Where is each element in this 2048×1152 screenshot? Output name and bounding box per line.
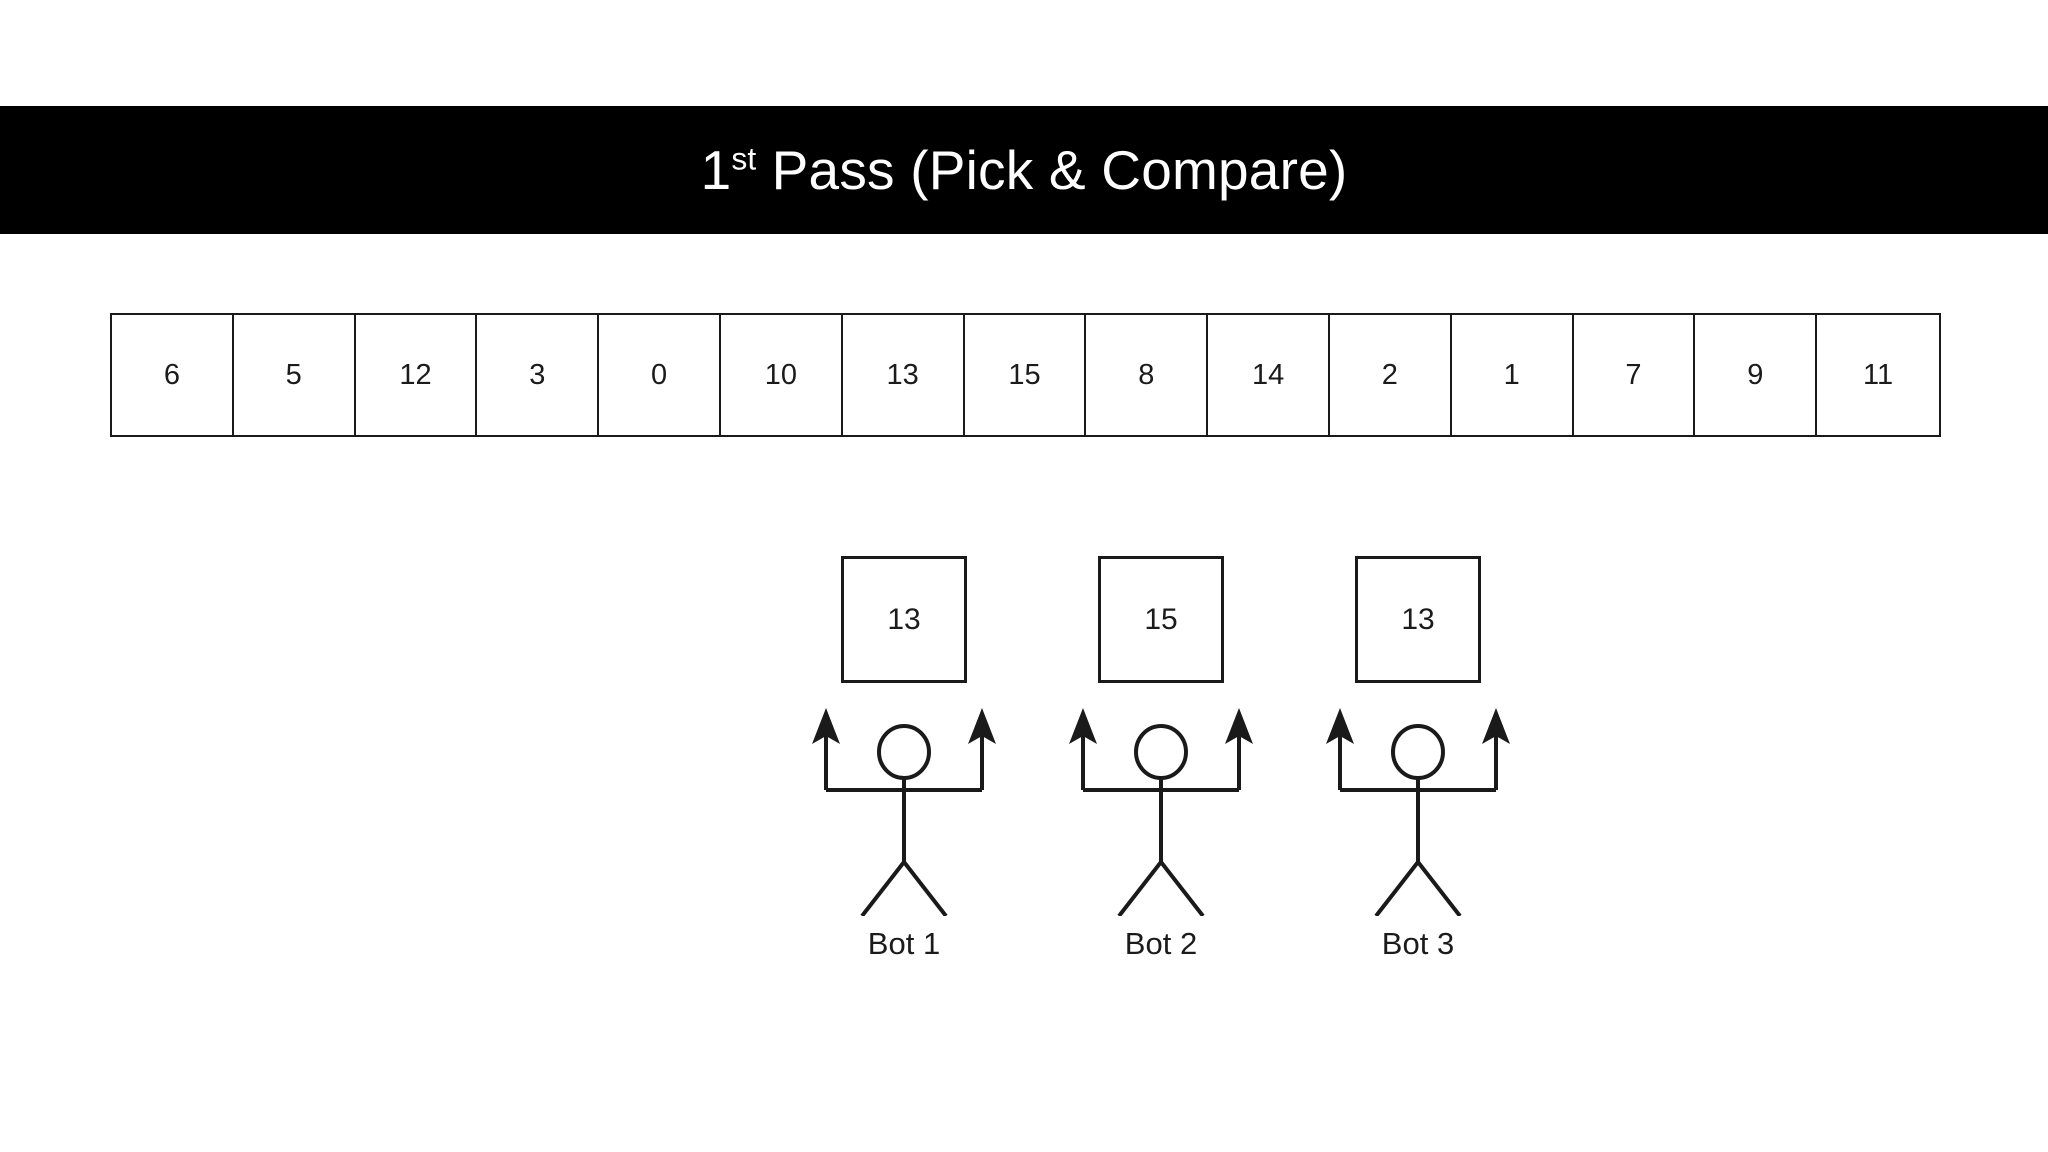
array-cell[interactable]: 1 bbox=[1451, 315, 1574, 435]
array-cell[interactable]: 10 bbox=[720, 315, 843, 435]
bot-label: Bot 2 bbox=[1124, 926, 1198, 961]
title-bar: 1st Pass (Pick & Compare) bbox=[0, 106, 2048, 234]
array-cell[interactable]: 0 bbox=[599, 315, 721, 435]
array-cell[interactable]: 13 bbox=[842, 315, 965, 435]
bot-label: Bot 3 bbox=[1381, 926, 1455, 961]
stick-figure-icon bbox=[1326, 708, 1510, 918]
bot-figure bbox=[1326, 702, 1510, 918]
array-cell[interactable]: 3 bbox=[477, 315, 600, 435]
arrow-up-icon-right bbox=[1225, 708, 1253, 744]
array-cell-value: 2 bbox=[1381, 358, 1398, 391]
array-cell-value: 12 bbox=[399, 358, 432, 391]
bot-held-value-box[interactable]: 15 bbox=[1098, 556, 1224, 683]
array-cell[interactable]: 9 bbox=[1695, 315, 1818, 435]
array-cell[interactable]: 2 bbox=[1329, 315, 1452, 435]
array-cell-value: 0 bbox=[651, 358, 668, 391]
bot-held-value-box[interactable]: 13 bbox=[1355, 556, 1481, 683]
title-rest: Pass (Pick & Compare) bbox=[756, 138, 1348, 201]
array-cell[interactable]: 12 bbox=[355, 315, 478, 435]
input-array: 6 5 12 3 0 10 13 15 8 14 2 1 7 9 11 bbox=[110, 313, 1941, 437]
title-lead: 1 bbox=[700, 138, 732, 201]
array-cell-value: 15 bbox=[1008, 358, 1041, 391]
bot-label: Bot 1 bbox=[867, 926, 941, 961]
bot-figure bbox=[812, 702, 996, 918]
bot-held-value: 15 bbox=[1144, 602, 1178, 636]
array-cell[interactable]: 7 bbox=[1573, 315, 1696, 435]
array-cell-value: 9 bbox=[1747, 358, 1764, 391]
array-cell[interactable]: 5 bbox=[233, 315, 356, 435]
bot-held-value-box[interactable]: 13 bbox=[841, 556, 967, 683]
stick-figure-icon bbox=[1069, 708, 1253, 918]
page-title: 1st Pass (Pick & Compare) bbox=[701, 140, 1348, 198]
arrow-up-icon-left bbox=[1326, 708, 1354, 744]
bot-held-value: 13 bbox=[1401, 602, 1435, 636]
array-cell-value: 14 bbox=[1251, 358, 1285, 391]
array-cell-value: 3 bbox=[529, 358, 546, 391]
title-ordinal-suffix: st bbox=[731, 140, 757, 177]
array-cell-value: 13 bbox=[886, 358, 919, 391]
bot-held-value: 13 bbox=[887, 602, 921, 636]
array-cell-value: 5 bbox=[285, 358, 302, 391]
array-cell-value: 1 bbox=[1503, 358, 1520, 391]
array-cell-value: 8 bbox=[1138, 358, 1155, 391]
array-cell-value: 10 bbox=[764, 358, 798, 391]
array-cell-value: 6 bbox=[163, 358, 180, 391]
array-cell-value: 11 bbox=[1863, 358, 1894, 391]
array-cell[interactable]: 11 bbox=[1817, 315, 1939, 435]
array-cell[interactable]: 14 bbox=[1208, 315, 1330, 435]
array-cell-value: 7 bbox=[1625, 358, 1642, 391]
arrow-up-icon-right bbox=[1482, 708, 1510, 744]
arrow-up-icon-right bbox=[968, 708, 996, 744]
arrow-up-icon-left bbox=[1069, 708, 1097, 744]
arrow-up-icon-left bbox=[812, 708, 840, 744]
array-cell[interactable]: 8 bbox=[1086, 315, 1209, 435]
bot-figure bbox=[1069, 702, 1253, 918]
array-cell[interactable]: 6 bbox=[112, 315, 234, 435]
stick-figure-icon bbox=[812, 708, 996, 918]
array-cell[interactable]: 15 bbox=[964, 315, 1087, 435]
